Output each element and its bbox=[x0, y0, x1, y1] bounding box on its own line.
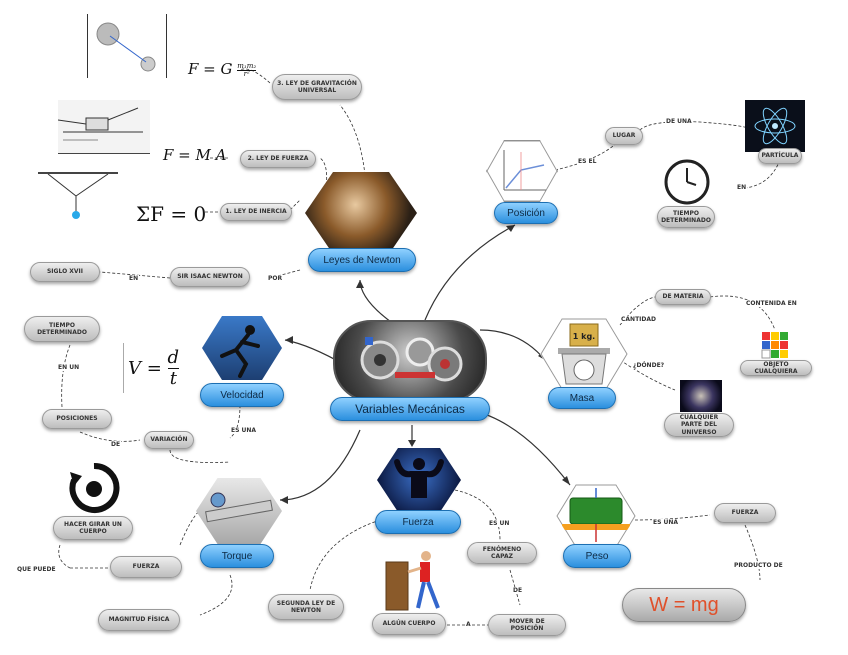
formula-velocidad: V = d t bbox=[123, 343, 180, 393]
node-fenomeno-capaz[interactable]: Fenómeno capaz bbox=[467, 542, 537, 564]
central-gears-image bbox=[333, 320, 487, 402]
scale-weight-label: 1 kg. bbox=[573, 332, 595, 341]
node-fuerza-peso[interactable]: Fuerza bbox=[714, 503, 776, 523]
link-que-puede: que puede bbox=[16, 566, 57, 573]
link-de-posiciones: de bbox=[110, 441, 122, 448]
node-fuerza-torque[interactable]: Fuerza bbox=[110, 556, 182, 578]
link-es-el: es el bbox=[577, 158, 598, 165]
atom-image bbox=[745, 100, 805, 152]
topic-masa[interactable]: Masa bbox=[548, 387, 616, 409]
topic-torque[interactable]: Torque bbox=[200, 544, 274, 568]
node-magnitud-fisica[interactable]: Magnitud física bbox=[98, 609, 180, 631]
node-siglo-xvii[interactable]: Siglo XVII bbox=[30, 262, 100, 282]
link-producto-de: producto de bbox=[733, 562, 784, 569]
node-hacer-girar-cuerpo[interactable]: Hacer girar un cuerpo bbox=[53, 516, 133, 540]
node-cualquier-parte-universo[interactable]: Cualquier parte del universo bbox=[664, 413, 734, 437]
pushing-box-image bbox=[380, 548, 446, 612]
grav-numerator: m₁m₂ bbox=[237, 61, 257, 71]
rotation-icon bbox=[68, 462, 120, 514]
node-ley-gravitacion[interactable]: 3. Ley de gravitación universal bbox=[272, 74, 362, 100]
link-es-una-peso: es una bbox=[652, 519, 680, 526]
topic-leyes-de-newton[interactable]: Leyes de Newton bbox=[308, 248, 416, 272]
formula-fuerza: F = M A bbox=[163, 146, 227, 164]
link-a: a bbox=[465, 621, 472, 628]
link-de-una: de una bbox=[665, 118, 693, 125]
link-por: por bbox=[267, 275, 284, 282]
wrench-image bbox=[196, 478, 282, 544]
grav-denominator: r² bbox=[243, 69, 250, 78]
link-es-un: es un bbox=[488, 520, 511, 527]
link-cantidad: cantidad bbox=[620, 316, 657, 323]
hanging-mass-image bbox=[38, 172, 118, 220]
node-objeto-cualquiera[interactable]: Objeto cualquiera bbox=[740, 360, 812, 376]
node-algun-cuerpo[interactable]: Algún cuerpo bbox=[372, 613, 446, 635]
link-en-siglo: en bbox=[128, 275, 140, 282]
topic-fuerza[interactable]: Fuerza bbox=[375, 510, 461, 534]
link-en-tiempo: en bbox=[736, 184, 748, 191]
gravitation-spheres-image bbox=[87, 14, 167, 78]
link-en-un: en un bbox=[57, 364, 81, 371]
topic-velocidad[interactable]: Velocidad bbox=[200, 383, 284, 407]
vel-denominator: t bbox=[169, 367, 177, 389]
galaxy-image bbox=[680, 380, 722, 412]
formula-inercia: ΣF = 0 bbox=[136, 202, 207, 226]
node-ley-fuerza[interactable]: 2. Ley de fuerza bbox=[240, 150, 316, 168]
node-de-materia[interactable]: De materia bbox=[655, 289, 711, 305]
node-tiempo-determinado-posicion[interactable]: Tiempo determinado bbox=[657, 206, 715, 228]
node-ley-inercia[interactable]: 1. Ley de inercia bbox=[220, 203, 292, 221]
link-es-una-velocidad: es una bbox=[230, 427, 258, 434]
formula-peso: W = mg bbox=[649, 593, 719, 616]
incline-block-image bbox=[57, 100, 150, 154]
vel-numerator: d bbox=[167, 346, 180, 369]
central-topic[interactable]: Variables Mecánicas bbox=[330, 397, 490, 421]
node-variacion[interactable]: Variación bbox=[144, 431, 194, 449]
node-segunda-ley-newton[interactable]: Segunda ley de Newton bbox=[268, 594, 344, 620]
node-mover-de-posicion[interactable]: Mover de posición bbox=[488, 614, 566, 636]
node-particula[interactable]: Partícula bbox=[758, 148, 802, 164]
formula-gravitation: F = G m₁m₂ r² bbox=[188, 60, 257, 78]
node-isaac-newton[interactable]: Sir Isaac Newton bbox=[170, 267, 250, 287]
node-posiciones[interactable]: Posiciones bbox=[42, 409, 112, 429]
link-contenida-en: contenida en bbox=[745, 300, 798, 307]
topic-peso[interactable]: Peso bbox=[563, 544, 631, 568]
node-lugar[interactable]: Lugar bbox=[605, 127, 643, 145]
rubik-cube-image bbox=[760, 330, 790, 360]
link-donde: ¿dónde? bbox=[632, 362, 666, 369]
formula-peso-box: W = mg bbox=[622, 588, 746, 622]
topic-posicion[interactable]: Posición bbox=[494, 202, 558, 224]
node-tiempo-determinado-velocidad[interactable]: Tiempo determinado bbox=[24, 316, 100, 342]
clock-image bbox=[663, 158, 711, 206]
link-de-mover: de bbox=[512, 587, 524, 594]
